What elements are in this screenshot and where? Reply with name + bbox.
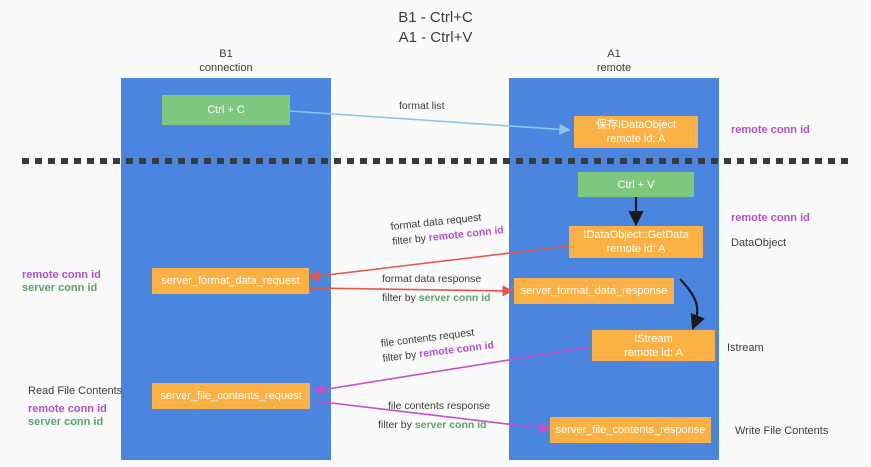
edge-label-format-data-response-id: server conn id: [418, 292, 491, 304]
edge-label-file-contents-response-line2: filter by server conn id: [378, 418, 490, 433]
edge-label-format-data-response-line2: filter by server conn id: [382, 291, 491, 306]
edge-label-format-data-request-prefix: filter by: [391, 232, 430, 248]
node-istream-line2: remote id: A: [624, 346, 683, 359]
node-idataobject-getdata-line1: IDataObject::GetData: [583, 229, 689, 241]
node-istream[interactable]: IStream remote id: A: [592, 330, 715, 361]
annotation-left-server-conn-id-mid: server conn id: [22, 282, 98, 294]
node-server-file-contents-request-label: server_file_contents_request: [160, 390, 302, 402]
edge-label-file-contents-request-prefix: filter by: [381, 348, 420, 365]
annotation-left-remote-conn-id-bottom: remote conn id: [28, 403, 107, 415]
edge-label-file-contents-response-id: server conn id: [414, 419, 487, 431]
edge-label-format-data-response-prefix: filter by: [382, 292, 419, 304]
node-idataobject-getdata[interactable]: IDataObject::GetData remote id: A: [569, 226, 703, 258]
node-idataobject-getdata-line2: remote id: A: [606, 243, 666, 255]
node-ctrl-c-label: Ctrl + C: [207, 104, 245, 116]
edge-label-format-data-response-line1: format data response: [382, 273, 482, 285]
annotation-remote-conn-id-mid: remote conn id: [731, 212, 810, 224]
node-ctrl-c[interactable]: Ctrl + C: [162, 95, 290, 125]
annotation-left-remote-conn-id-mid: remote conn id: [22, 269, 101, 281]
swimlane-header-b1: B1 connection: [121, 47, 331, 75]
swimlane-a1-name: A1: [607, 48, 621, 60]
edge-label-file-contents-response-line1: file contents response: [388, 400, 491, 412]
edge-label-format-data-request: format data request filter by remote con…: [390, 208, 505, 250]
title-line-1: B1 - Ctrl+C: [398, 9, 473, 26]
node-istream-line1: IStream: [634, 332, 673, 345]
edge-label-format-list-text: format list: [399, 100, 445, 112]
node-server-format-data-request[interactable]: server_format_data_request: [152, 268, 309, 294]
annotation-read-file-contents: Read File Contents: [28, 385, 123, 397]
edge-label-format-data-response: format data response filter by server co…: [382, 272, 491, 306]
annotation-remote-conn-id-top: remote conn id: [731, 124, 810, 136]
node-ctrl-v[interactable]: Ctrl + V: [578, 172, 694, 197]
edge-label-file-contents-response: file contents response filter by server …: [378, 399, 491, 433]
swimlane-b1-name: B1: [219, 48, 233, 60]
annotation-write-file-contents: Write File Contents: [735, 425, 829, 437]
page-title: B1 - Ctrl+C A1 - Ctrl+V: [0, 8, 871, 48]
annotation-left-server-conn-id-bottom: server conn id: [28, 416, 104, 428]
node-save-idataobject-line1: 保存IDataObject: [595, 119, 677, 131]
node-server-file-contents-request[interactable]: server_file_contents_request: [152, 383, 310, 409]
swimlane-header-a1: A1 remote: [509, 47, 719, 75]
node-server-format-data-response-label: server_format_data_response: [520, 285, 668, 297]
edge-label-format-list: format list: [399, 99, 445, 114]
edge-label-file-contents-response-prefix: filter by: [378, 419, 415, 431]
node-save-idataobject-line2: remote id: A: [606, 133, 666, 145]
title-line-2: A1 - Ctrl+V: [398, 29, 473, 46]
node-save-idataobject[interactable]: 保存IDataObject remote id: A: [574, 116, 698, 148]
node-server-file-contents-response-label: server_file_contents_response: [555, 424, 706, 436]
node-server-format-data-response[interactable]: server_format_data_response: [514, 278, 674, 304]
node-server-format-data-request-label: server_format_data_request: [161, 275, 300, 287]
phase-divider: [22, 158, 848, 164]
edge-label-file-contents-request: file contents request filter by remote c…: [380, 323, 495, 366]
node-server-file-contents-response[interactable]: server_file_contents_response: [550, 417, 711, 443]
annotation-istream: Istream: [727, 342, 764, 354]
node-ctrl-v-label: Ctrl + V: [617, 178, 655, 191]
swimlane-a1-role: remote: [596, 62, 632, 74]
annotation-dataobject: DataObject: [731, 237, 787, 249]
swimlane-b1-role: connection: [199, 62, 253, 74]
